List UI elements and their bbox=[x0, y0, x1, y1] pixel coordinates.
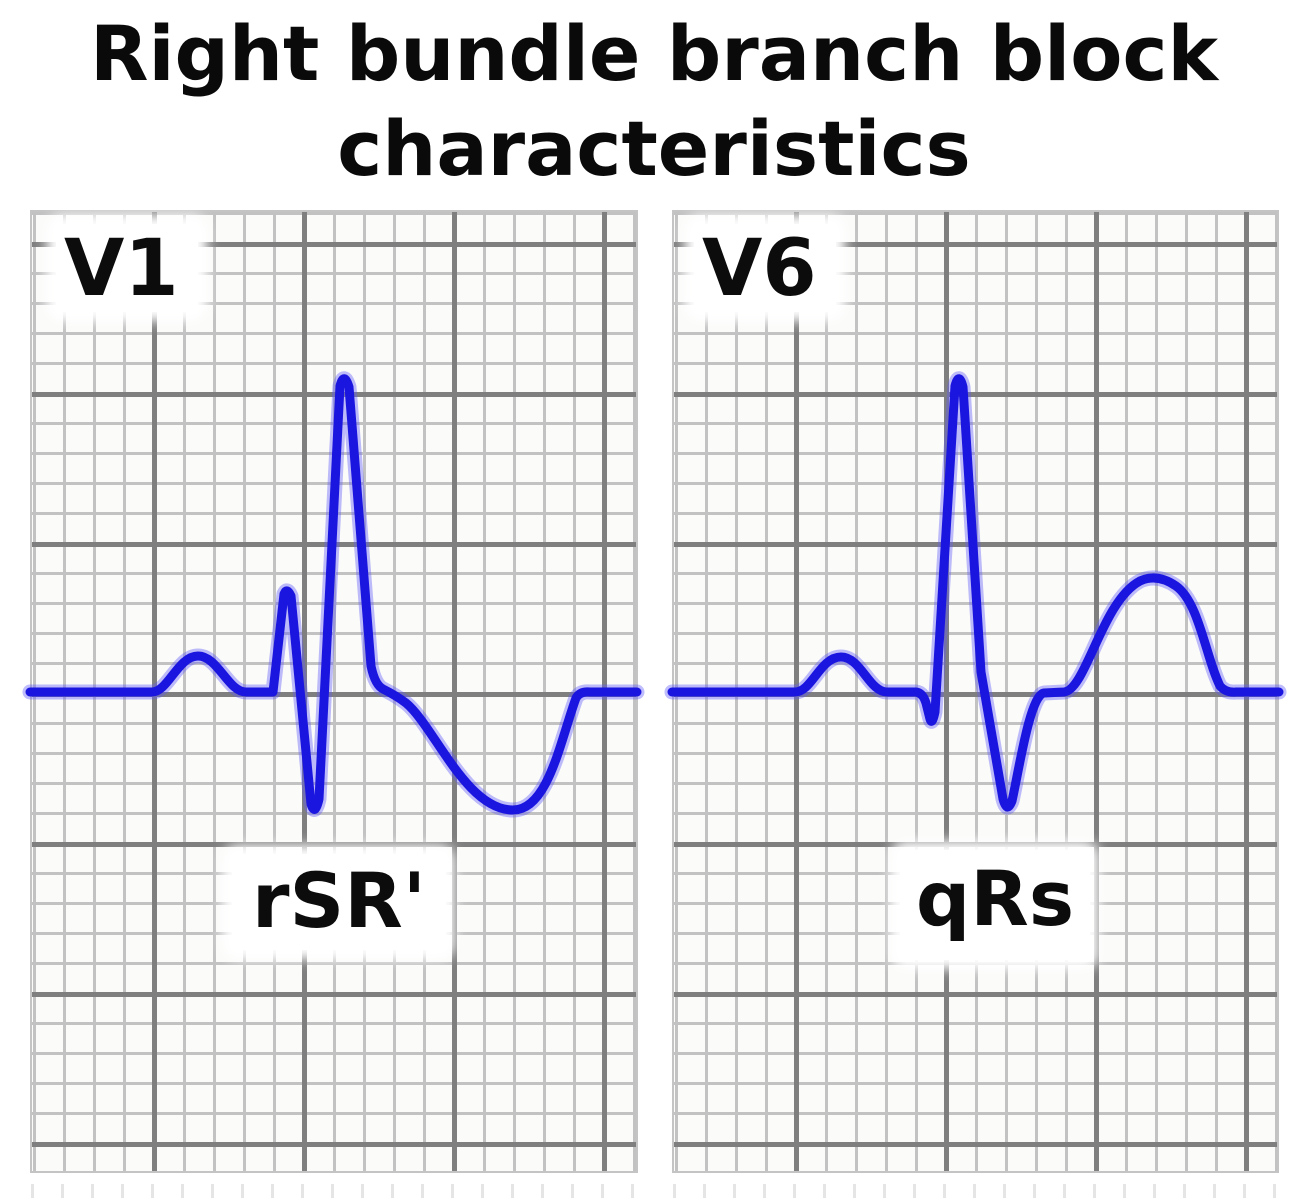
diagram-title: Right bundle branch block characteristic… bbox=[0, 6, 1308, 196]
morphology-label-qrs: qRs bbox=[915, 854, 1075, 943]
title-line-1: Right bundle branch block bbox=[89, 9, 1219, 98]
label-background-qrs bbox=[900, 850, 1090, 960]
title-line-2: characteristics bbox=[337, 104, 971, 193]
label-background-v6 bbox=[694, 224, 836, 312]
morphology-label-rsr: rSR' bbox=[251, 856, 426, 945]
ecg-grid-panel-v1 bbox=[30, 210, 638, 1173]
ecg-grid-panel-v6 bbox=[672, 210, 1279, 1173]
partial-grid-strip-v1 bbox=[30, 1184, 638, 1198]
partial-grid-strip-v6 bbox=[672, 1184, 1279, 1198]
lead-label-v1: V1 bbox=[64, 224, 179, 314]
lead-label-v6: V6 bbox=[702, 224, 817, 314]
label-background-v1 bbox=[56, 224, 198, 312]
label-background-rsr bbox=[232, 854, 446, 950]
